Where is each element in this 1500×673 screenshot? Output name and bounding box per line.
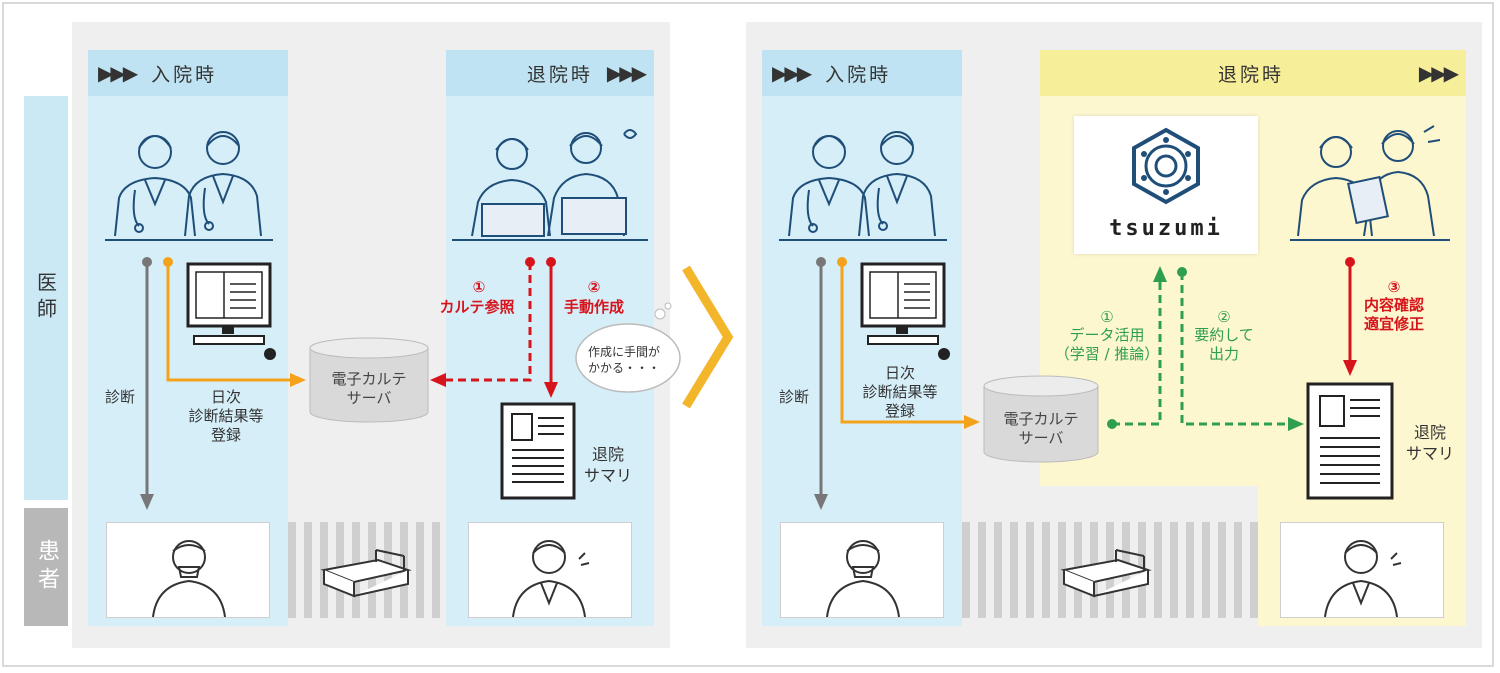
right-step2-number: ② [1186,308,1262,327]
doctor-role-label: 医師 [32,272,61,324]
left-diagnosis-label: 診断 [100,388,140,407]
left-step1-label: カルテ参照 [426,298,528,317]
sick-patient-icon [107,523,269,617]
after-discharge-header: 退院時 ▶▶▶ [1040,50,1466,96]
transition-chevron-icon [680,262,740,412]
discharge-summary-document-icon [500,402,576,500]
right-step3-number: ③ [1354,278,1434,297]
before-admission-title: 入院時 [151,60,217,87]
doctors-illustration [779,118,947,242]
left-daily-record-label: 日次 診断結果等 登録 [176,388,276,445]
right-diagnosis-label: 診断 [774,388,814,407]
doctors-illustration [105,118,273,242]
right-daily-record-label: 日次 診断結果等 登録 [850,364,950,421]
stressed-doctors-illustration [452,118,648,242]
patient-role-bar: 患者 [24,508,68,626]
before-admission-header: ▶▶▶ 入院時 [88,50,288,96]
tsuzumi-logo-card: tsuzumi [1074,116,1258,254]
left-server-label: 電子カルテ サーバ [308,370,430,408]
patient-recovered-illustration [468,522,632,618]
bubble-text: 作成に手間が かかる・・・ [574,344,674,376]
bed-icon [1058,540,1154,600]
triple-chevron-icon: ▶▶▶ [607,61,644,85]
sick-patient-icon [781,523,943,617]
left-summary-label: 退院 サマリ [578,444,638,486]
triple-chevron-icon: ▶▶▶ [772,61,809,85]
patient-role-label: 患者 [30,539,62,595]
after-admission-title: 入院時 [825,60,891,87]
recovered-patient-icon [1281,523,1443,617]
right-server-label: 電子カルテ サーバ [982,410,1100,448]
right-step3-label: 内容確認 適宜修正 [1354,296,1434,334]
computer-icon [186,262,282,362]
tsuzumi-logo-icon [1128,126,1204,206]
patient-sick-illustration [780,522,944,618]
reviewing-doctors-illustration [1290,116,1450,242]
triple-chevron-icon: ▶▶▶ [1419,61,1456,85]
right-step2-label: 要約して 出力 [1186,326,1262,364]
discharge-summary-document-icon [1306,382,1394,500]
bed-icon [318,540,414,600]
right-step1-label: データ活用 （学習 / 推論） [1052,326,1162,364]
left-step1-number: ① [430,278,528,297]
left-step2-number: ② [556,278,632,297]
patient-recovered-illustration [1280,522,1444,618]
doctor-role-bar: 医師 [24,96,68,500]
tsuzumi-logo-text: tsuzumi [1074,216,1258,241]
after-discharge-title: 退院時 [1218,60,1284,87]
before-discharge-title: 退院時 [527,60,593,87]
right-step1-number: ① [1060,308,1154,327]
after-admission-header: ▶▶▶ 入院時 [762,50,962,96]
patient-sick-illustration [106,522,270,618]
before-discharge-header: 退院時 ▶▶▶ [446,50,654,96]
recovered-patient-icon [469,523,631,617]
triple-chevron-icon: ▶▶▶ [98,61,135,85]
computer-icon [860,262,956,362]
right-summary-label: 退院 サマリ [1398,422,1462,464]
